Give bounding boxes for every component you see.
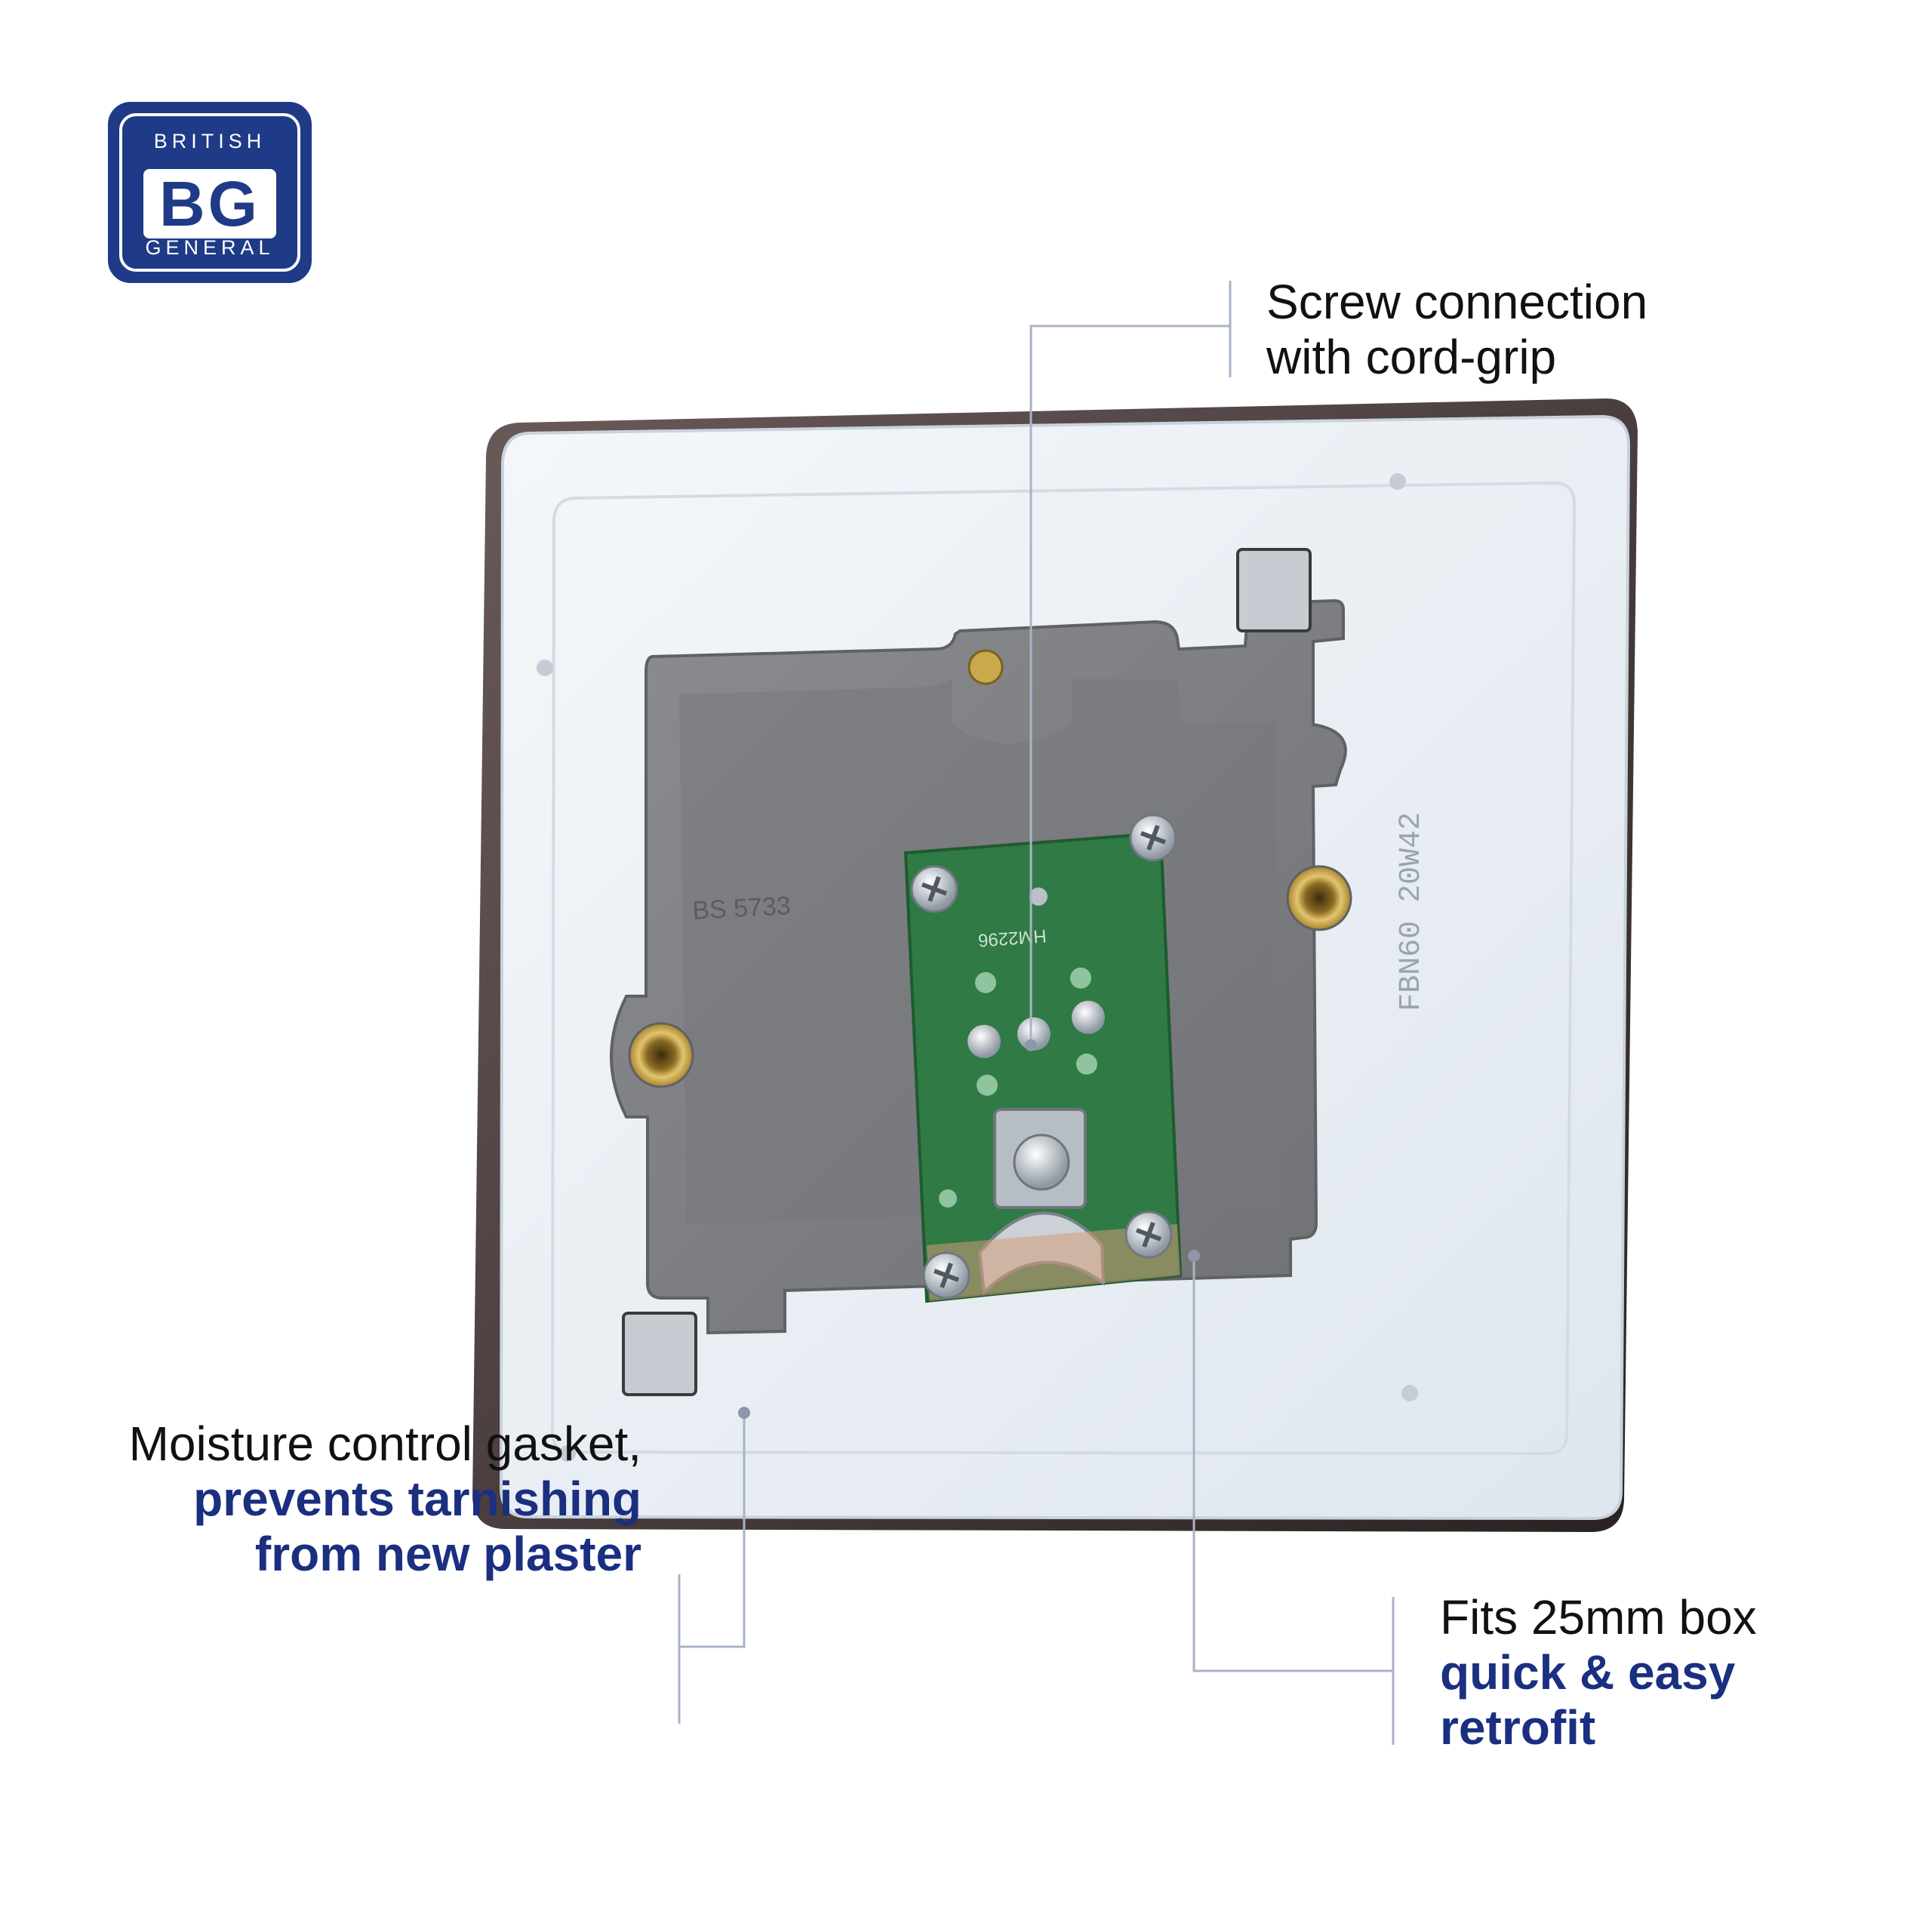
pcb-pin — [1072, 1001, 1105, 1034]
callout-box-fit: Fits 25mm box quick & easy retrofit — [1440, 1590, 1757, 1755]
pcb-pin — [968, 1025, 1001, 1058]
callout-box-line3: retrofit — [1440, 1700, 1596, 1755]
leader-dot-gasket — [738, 1407, 750, 1419]
callout-gasket-line2: prevents tarnishing — [193, 1472, 641, 1526]
leader-lines — [678, 281, 1395, 1745]
logo-mark: BG — [143, 169, 276, 238]
leader-dot-box — [1188, 1250, 1200, 1262]
pcb-hole — [1076, 1054, 1097, 1075]
british-general-logo: BRITISH BG GENERAL — [108, 102, 312, 283]
leader-gasket — [679, 1417, 746, 1648]
leader-dot-screw — [1025, 1039, 1037, 1051]
logo-frame: BRITISH BG GENERAL — [119, 113, 300, 272]
standard-marking: BS 5733 — [691, 891, 791, 925]
pcb-screw — [1124, 1211, 1173, 1259]
callout-screw-connection: Screw connection with cord-grip — [1266, 275, 1647, 385]
pcb-hole — [975, 972, 996, 993]
terminal-screw — [1013, 1134, 1070, 1191]
corner-clip-top — [1236, 548, 1312, 632]
corner-dot — [537, 660, 553, 676]
callout-gasket-line3: from new plaster — [254, 1527, 641, 1581]
leader-screw — [1029, 325, 1230, 1045]
copper-strip — [927, 1224, 1180, 1301]
gasket-inner-border — [550, 481, 1577, 1456]
callout-gasket-line1: Moisture control gasket, — [128, 1417, 641, 1471]
callout-screw-line2: with cord-grip — [1266, 330, 1557, 384]
corner-dot — [1389, 473, 1406, 490]
pcb-hole — [1029, 888, 1048, 906]
corner-clip-bottom — [622, 1312, 697, 1396]
corner-dot — [559, 1445, 576, 1462]
pcb-hole — [1070, 968, 1091, 989]
callout-box-line2: quick & easy — [1440, 1645, 1736, 1700]
pcb-pin — [1017, 1017, 1051, 1051]
model-marking: FBN60 20W42 — [1395, 812, 1429, 1011]
pcb-screw — [1129, 814, 1177, 862]
pcb-screw — [922, 1251, 971, 1300]
pcb-screw — [910, 865, 958, 913]
logo-bottom-text: GENERAL — [145, 236, 275, 259]
brass-pin-top — [968, 649, 1004, 685]
pcb-hole — [977, 1075, 998, 1096]
leader-box — [1192, 1256, 1393, 1672]
brass-bush-right — [1286, 865, 1352, 931]
callout-moisture-gasket: Moisture control gasket, prevents tarnis… — [106, 1417, 641, 1582]
brass-bush-left — [628, 1022, 694, 1088]
pcb-hole — [939, 1189, 957, 1208]
pcb-code: HM2296 — [977, 925, 1047, 950]
corner-dot — [1401, 1385, 1418, 1401]
logo-top-text: BRITISH — [153, 130, 266, 152]
callout-screw-line1: Screw connection — [1266, 275, 1648, 329]
callout-box-line1: Fits 25mm box — [1440, 1590, 1757, 1644]
